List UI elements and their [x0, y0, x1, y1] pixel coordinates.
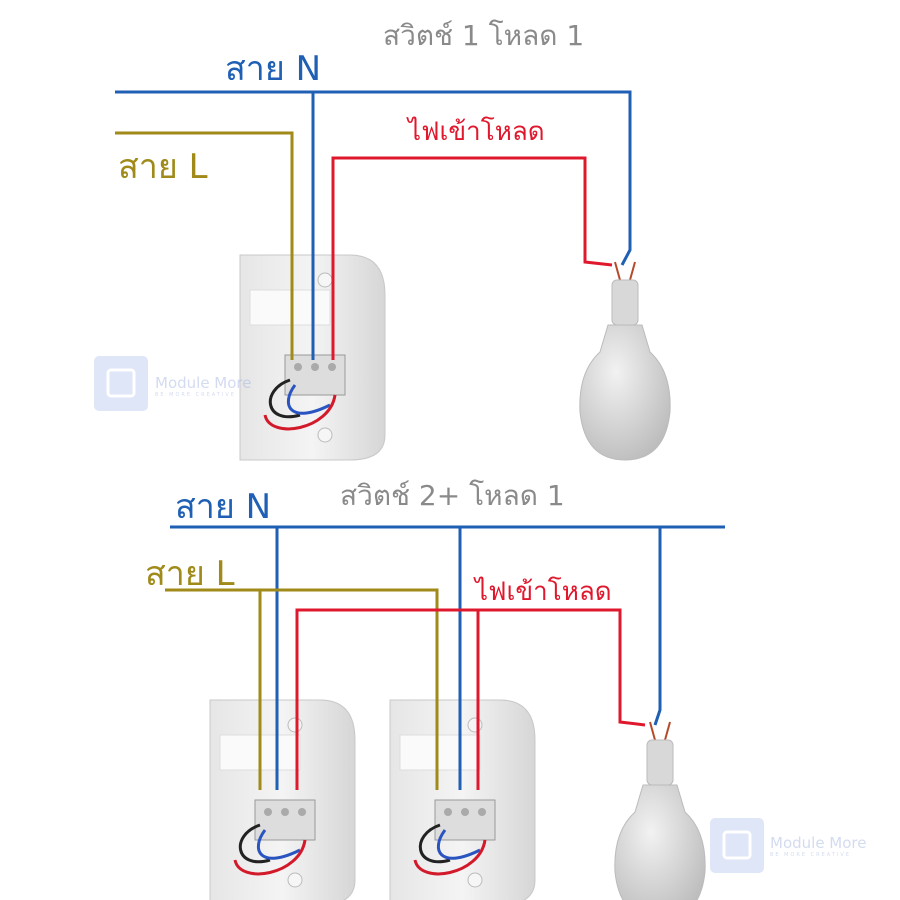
- bottom-live-wire: [165, 588, 439, 790]
- watermark-top: Module More BE MORE CREATIVE: [94, 356, 252, 411]
- watermark-brand: Module More: [770, 834, 867, 852]
- bottom-load-label: ไฟเข้าโหลด: [473, 576, 612, 607]
- chip-icon: [710, 818, 764, 873]
- bottom-title: สวิตช์ 2+ โหลด 1: [340, 479, 565, 512]
- bottom-switch-box-2: [388, 698, 537, 900]
- watermark-tagline: BE MORE CREATIVE: [770, 852, 851, 858]
- top-live-wire: [115, 131, 294, 360]
- watermark-bottom: Module More BE MORE CREATIVE: [710, 818, 867, 873]
- top-neutral-wire: [115, 90, 632, 266]
- watermark-tagline: BE MORE CREATIVE: [155, 392, 236, 398]
- chip-icon: [94, 356, 148, 411]
- top-lamp: [578, 261, 672, 461]
- watermark-brand: Module More: [155, 374, 252, 392]
- top-title: สวิตช์ 1 โหลด 1: [383, 19, 584, 52]
- top-load-wire: [331, 156, 613, 360]
- top-live-label: สาย L: [118, 147, 208, 187]
- bottom-neutral-label: สาย N: [175, 487, 271, 527]
- bottom-load-wire: [295, 608, 646, 790]
- top-neutral-label: สาย N: [225, 49, 321, 89]
- top-load-label: ไฟเข้าโหลด: [406, 116, 545, 147]
- bottom-switch-box-1: [208, 698, 357, 900]
- bottom-live-label: สาย L: [145, 554, 235, 594]
- bottom-neutral-drop-lamp: [653, 527, 662, 726]
- bottom-lamp: [613, 721, 707, 900]
